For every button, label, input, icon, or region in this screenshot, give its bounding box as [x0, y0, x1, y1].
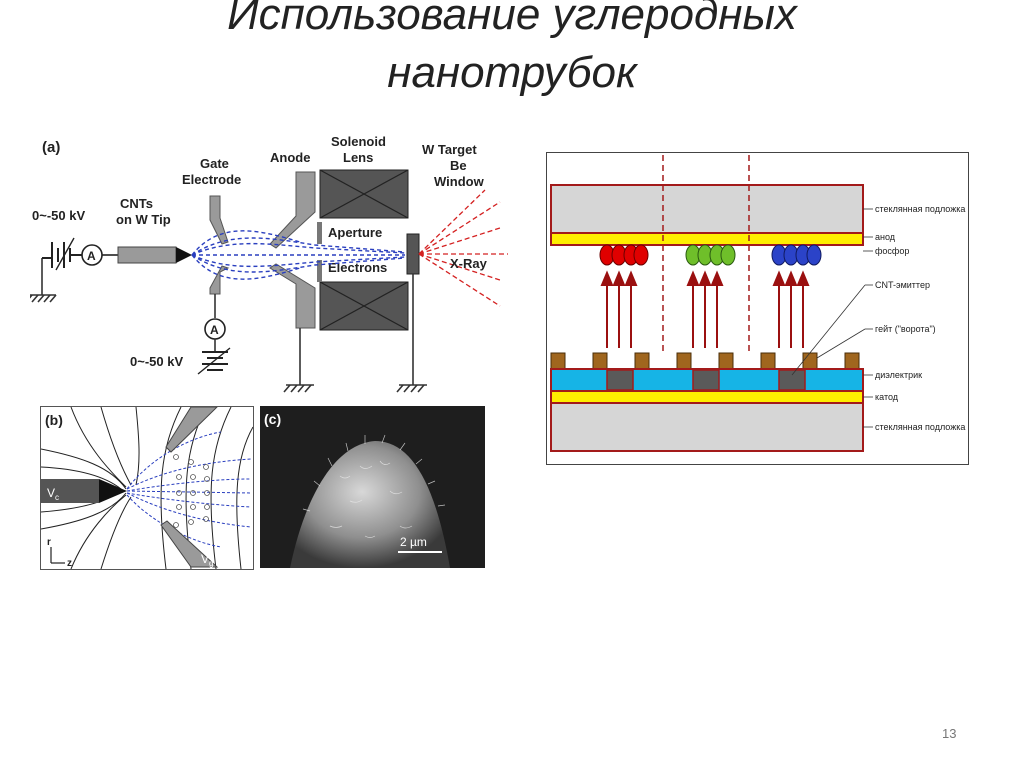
w-target	[407, 234, 419, 274]
panel-c-label: (c)	[264, 411, 281, 427]
cnts-label-line2: on W Tip	[116, 212, 171, 227]
w-tip-rod	[118, 247, 176, 263]
title-line-1: Использование углеродных	[0, 0, 1024, 44]
glass-top-layer	[551, 185, 863, 233]
field-lines	[127, 432, 251, 547]
label-glass-bottom: стеклянная подложка	[875, 422, 965, 432]
vg-label: Vg	[201, 552, 213, 568]
solenoid-label-line2: Lens	[343, 150, 373, 165]
target-label-line2: Be	[450, 158, 467, 173]
label-glass-top: стеклянная подложка	[875, 204, 965, 214]
gate-label-line2: Electrode	[182, 172, 241, 187]
axis-r-label: r	[47, 537, 51, 548]
xray-label: X-Ray	[450, 256, 488, 271]
panel-b-label: (b)	[45, 412, 63, 428]
axis-icon	[51, 547, 65, 563]
ammeter-top-label: A	[87, 249, 96, 263]
ammeter-bottom-label: A	[210, 323, 219, 337]
gate-electrode-bottom	[210, 266, 228, 294]
gate-blocks	[551, 353, 859, 369]
figure-b-field-lines: (b) Vc Vg r z	[40, 406, 254, 570]
label-cnt-emitter: CNT-эмиттер	[875, 280, 930, 290]
target-label-line3: Window	[434, 174, 485, 189]
aperture-label: Aperture	[328, 225, 382, 240]
label-gate: гейт ("ворота")	[875, 324, 936, 334]
label-cathode: катод	[875, 392, 899, 402]
green-phosphor	[686, 245, 735, 265]
voltage-top-label: 0~-50 kV	[32, 208, 85, 223]
voltage-bottom-label: 0~-50 kV	[130, 354, 183, 369]
figure-a-xray-tube: (a) 0~-50 kV A CNTs on W Tip Gate Electr…	[30, 130, 515, 405]
anode-top	[270, 172, 315, 248]
solenoid-label-line1: Solenoid	[331, 134, 386, 149]
particle-dots	[174, 455, 210, 528]
label-phosphor: фосфор	[875, 246, 909, 256]
cnt-tip	[176, 247, 192, 263]
anode-bottom	[270, 264, 315, 328]
title-line-2: нанотрубок	[0, 44, 1024, 102]
glass-bottom-layer	[551, 403, 863, 451]
cnts-label-line1: CNTs	[120, 196, 153, 211]
fed-display-diagram: стеклянная подложка анод фосфор CNT-эмит…	[546, 152, 969, 465]
aperture-bottom	[317, 260, 322, 282]
anode-label: Anode	[270, 150, 310, 165]
aperture-top	[317, 222, 322, 244]
cathode-layer	[551, 391, 863, 403]
ground-target-icon	[397, 385, 427, 392]
target-label-line1: W Target	[422, 142, 477, 157]
red-phosphor	[600, 245, 648, 265]
sem-scale-label: 2 µm	[400, 535, 427, 549]
xray-beams	[419, 190, 508, 306]
gate-label-line1: Gate	[200, 156, 229, 171]
label-dielectric: диэлектрик	[875, 370, 922, 380]
blue-phosphor	[772, 245, 821, 265]
gate-electrode-top	[210, 196, 228, 244]
ground-anode-icon	[284, 385, 314, 392]
axis-z-label: z	[67, 558, 72, 569]
figure-c-sem-image: (c) 2 µm	[260, 406, 485, 568]
battery-bottom-icon	[198, 348, 230, 374]
vc-tip	[99, 479, 127, 503]
panel-a-label: (a)	[42, 139, 60, 156]
electron-arrows	[602, 273, 808, 348]
slide-title: Использование углеродных нанотрубок	[0, 0, 1024, 102]
page-number: 13	[942, 726, 956, 741]
label-anode: анод	[875, 232, 896, 242]
battery-top-icon	[42, 238, 82, 270]
anode-layer	[551, 233, 863, 245]
